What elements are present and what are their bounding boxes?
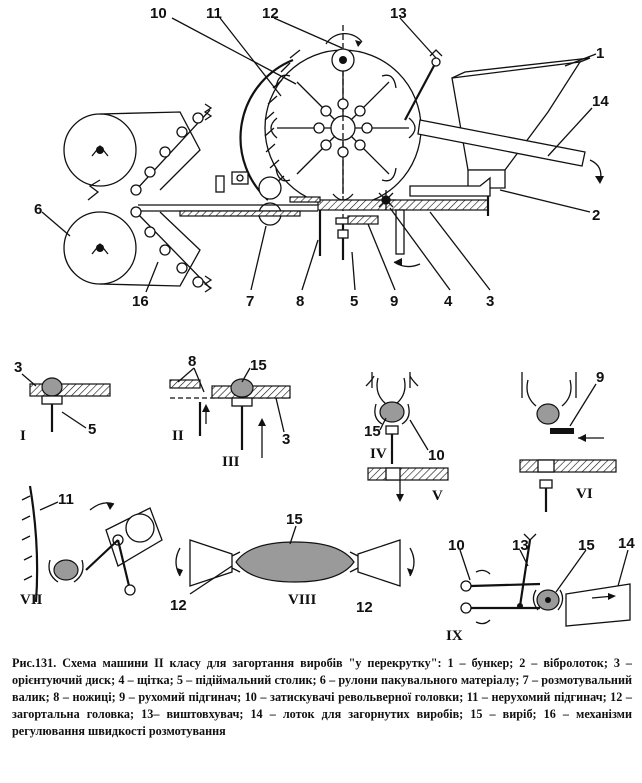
brush (376, 190, 396, 210)
detail-IX: 10 13 15 14 IX (446, 533, 635, 644)
detail-II-III: 8 15 II III 3 (169, 353, 291, 470)
label-12: 12 (262, 5, 279, 22)
d3-roman-IV: IV (370, 446, 387, 462)
d7-label-13: 13 (512, 537, 529, 554)
label-2: 2 (592, 207, 600, 224)
d2-roman-III: III (222, 454, 240, 470)
label-14: 14 (592, 93, 609, 110)
detail-IV-V: 15 10 IV V (364, 372, 449, 504)
figure-caption: Рис.131. Схема машини II класу для загор… (12, 656, 632, 738)
label-9: 9 (390, 293, 398, 310)
detail-VI: 9 VI (519, 369, 617, 512)
label-7: 7 (246, 293, 254, 310)
d7-label-14: 14 (618, 535, 635, 552)
product-tray (417, 119, 586, 167)
d2-label-15: 15 (250, 357, 267, 374)
label-3: 3 (486, 293, 494, 310)
label-4: 4 (444, 293, 453, 310)
d3-label-10: 10 (428, 447, 445, 464)
label-6: 6 (34, 201, 42, 218)
orienting-disc (317, 199, 489, 211)
material-rolls (63, 113, 137, 285)
label-10: 10 (150, 5, 167, 22)
d2-label-8: 8 (188, 353, 196, 370)
d1-label-3: 3 (14, 359, 22, 376)
d6-label-15: 15 (286, 511, 303, 528)
vibro-tray (409, 176, 491, 197)
label-11: 11 (206, 5, 222, 22)
d5-label-11: 11 (58, 491, 74, 508)
main-scheme: 10 11 12 13 1 14 6 2 7 8 5 9 4 3 16 (34, 5, 609, 310)
label-16: 16 (132, 293, 149, 310)
detail-VII: 11 VII (20, 485, 163, 608)
label-13: 13 (390, 5, 407, 22)
d7-label-10: 10 (448, 537, 465, 554)
label-1: 1 (596, 45, 604, 62)
pusher (404, 61, 437, 121)
d1-label-5: 5 (88, 421, 96, 438)
d2-label-3: 3 (282, 431, 290, 448)
d3-label-15: 15 (364, 423, 381, 440)
hopper (451, 57, 591, 189)
d7-label-15: 15 (578, 537, 595, 554)
d2-roman-II: II (172, 428, 184, 444)
d7-roman-IX: IX (446, 628, 463, 644)
d3-roman-V: V (432, 488, 443, 504)
d6-roman-VIII: VIII (288, 592, 317, 608)
main-callouts: 10 11 12 13 1 14 6 2 7 8 5 9 4 3 16 (34, 5, 609, 310)
detail-I: 3 5 I (14, 359, 111, 444)
detail-VIII: 15 12 VIII 12 (170, 511, 415, 616)
d6-label-12-left: 12 (170, 597, 187, 614)
d4-label-9: 9 (596, 369, 604, 386)
d5-roman-VII: VII (20, 592, 43, 608)
label-5: 5 (350, 293, 358, 310)
label-8: 8 (296, 293, 304, 310)
d6-label-12-right: 12 (356, 599, 373, 616)
d1-roman: I (20, 428, 26, 444)
d4-roman-VI: VI (576, 486, 593, 502)
speed-regulation-mechanism (99, 103, 213, 293)
machine-diagram: 10 11 12 13 1 14 6 2 7 8 5 9 4 3 16 3 5 … (14, 5, 635, 644)
